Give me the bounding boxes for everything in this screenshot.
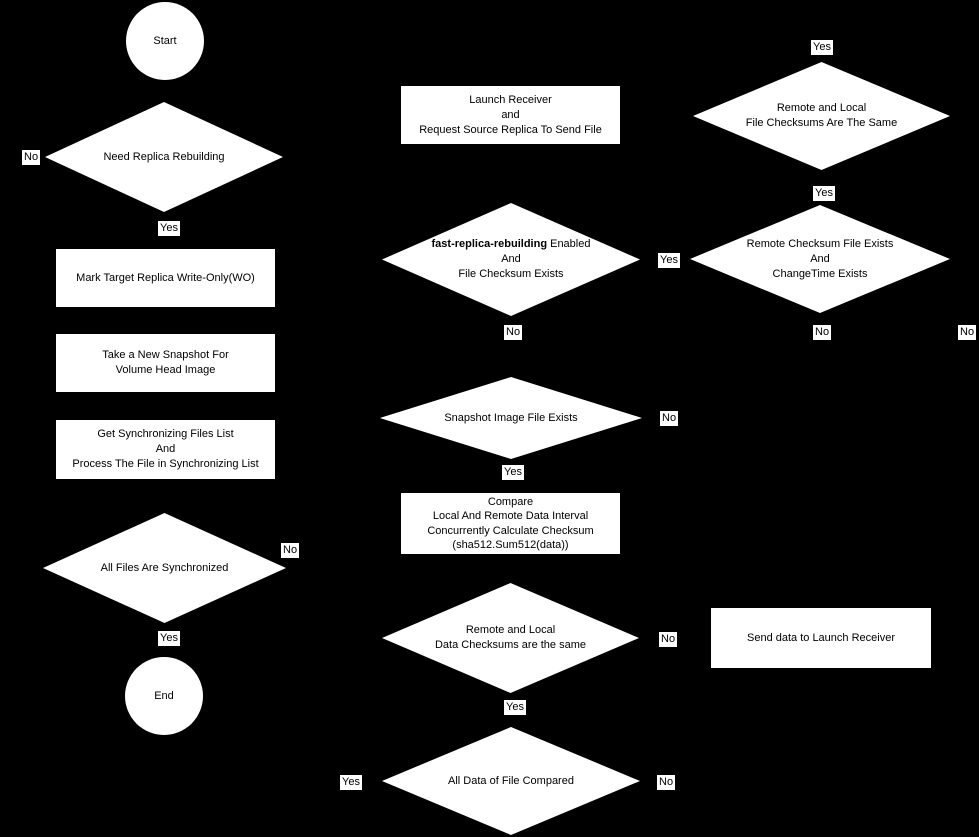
process-label: and bbox=[501, 108, 520, 121]
process-take-new-snapshot: Take a New Snapshot For Volume Head Imag… bbox=[56, 334, 275, 392]
edge-label-all-data-yes: Yes bbox=[340, 775, 362, 790]
edge-label-file-checksums-yes-top: Yes bbox=[811, 40, 833, 55]
edge-label-fast-replica-yes: Yes bbox=[658, 253, 680, 268]
decision-label: File Checksums Are The Same bbox=[745, 117, 898, 129]
process-label: And bbox=[155, 443, 176, 455]
decision-label: Remote and Local bbox=[465, 624, 556, 636]
process-label: Mark Target Replica Write-Only(WO) bbox=[76, 271, 255, 284]
process-send-data: Send data to Launch Receiver bbox=[711, 608, 931, 668]
decision-remote-checksum-file-exists: Remote Checksum File Exists And ChangeTi… bbox=[690, 205, 950, 313]
edge-label-need-replica-yes: Yes bbox=[158, 221, 180, 236]
process-label: Compare bbox=[487, 495, 534, 508]
process-launch-receiver: Launch Receiver and Request Source Repli… bbox=[401, 86, 620, 144]
decision-all-data-compared: All Data of File Compared bbox=[382, 727, 640, 835]
process-label: (sha512.Sum512(data)) bbox=[452, 539, 569, 551]
edge-label-all-files-no: No bbox=[281, 543, 300, 558]
edge-label-fast-replica-no: No bbox=[504, 325, 523, 340]
edge-label-snapshot-no: No bbox=[660, 411, 679, 426]
decision-all-files-synchronized: All Files Are Synchronized bbox=[43, 513, 286, 623]
decision-remote-local-data-checksums: Remote and Local Data Checksums are the … bbox=[382, 583, 639, 693]
process-label: Get Synchronizing Files List bbox=[97, 428, 234, 440]
edge-label-all-data-no: No bbox=[657, 775, 676, 790]
decision-label: Remote Checksum File Exists bbox=[746, 237, 894, 250]
decision-label-bold: fast-replica-rebuilding bbox=[431, 238, 548, 250]
process-label: Request Source Replica To Send File bbox=[419, 123, 602, 136]
decision-label: And bbox=[810, 252, 830, 265]
decision-label: All Files Are Synchronized bbox=[100, 561, 229, 574]
edge-label-snapshot-yes: Yes bbox=[502, 465, 524, 480]
process-get-sync-files: Get Synchronizing Files List And Process… bbox=[56, 420, 275, 479]
process-mark-target-replica: Mark Target Replica Write-Only(WO) bbox=[56, 249, 275, 307]
decision-label: ChangeTime Exists bbox=[772, 267, 868, 280]
edge-label-remote-checksum-no-right: No bbox=[958, 325, 977, 340]
process-label: Send data to Launch Receiver bbox=[747, 631, 895, 644]
decision-label: And bbox=[501, 253, 521, 265]
decision-snapshot-image-file-exists: Snapshot Image File Exists bbox=[380, 377, 642, 459]
decision-fast-replica-rebuilding: fast-replica-rebuilding Enabled And File… bbox=[382, 203, 640, 316]
edge-label-all-files-yes: Yes bbox=[158, 631, 180, 646]
start-label: Start bbox=[153, 34, 177, 47]
process-label: Process The File in Synchronizing List bbox=[72, 458, 259, 470]
process-label: Take a New Snapshot For bbox=[102, 349, 229, 361]
decision-label: Need Replica Rebuilding bbox=[103, 150, 225, 163]
decision-remote-local-file-checksums: Remote and Local File Checksums Are The … bbox=[693, 62, 950, 170]
process-label: Launch Receiver bbox=[469, 93, 552, 106]
process-label: Concurrently Calculate Checksum bbox=[427, 524, 594, 537]
end-node: End bbox=[125, 657, 203, 735]
process-label: Volume Head Image bbox=[115, 364, 216, 376]
decision-label: fast-replica-rebuilding Enabled bbox=[432, 237, 591, 252]
decision-label: Data Checksums are the same bbox=[434, 639, 586, 651]
decision-need-replica-rebuilding: Need Replica Rebuilding bbox=[45, 102, 283, 212]
edge-label-data-checksums-no: No bbox=[659, 632, 678, 647]
edge-label-remote-checksum-no-bottom: No bbox=[813, 325, 832, 340]
edge-label-need-replica-no: No bbox=[22, 150, 41, 165]
process-compare-checksum: Compare Local And Remote Data Interval C… bbox=[401, 493, 620, 554]
edge-label-data-checksums-yes: Yes bbox=[504, 700, 526, 715]
decision-label-rest: Enabled bbox=[547, 238, 591, 250]
start-node: Start bbox=[126, 2, 204, 80]
process-label: Local And Remote Data Interval bbox=[432, 510, 589, 522]
decision-label: File Checksum Exists bbox=[458, 268, 564, 280]
decision-label: Snapshot Image File Exists bbox=[444, 411, 578, 424]
end-label: End bbox=[154, 689, 174, 702]
decision-label: Remote and Local bbox=[776, 102, 867, 114]
decision-label: All Data of File Compared bbox=[448, 774, 574, 787]
edge-label-file-checksums-yes-bottom: Yes bbox=[813, 186, 835, 201]
